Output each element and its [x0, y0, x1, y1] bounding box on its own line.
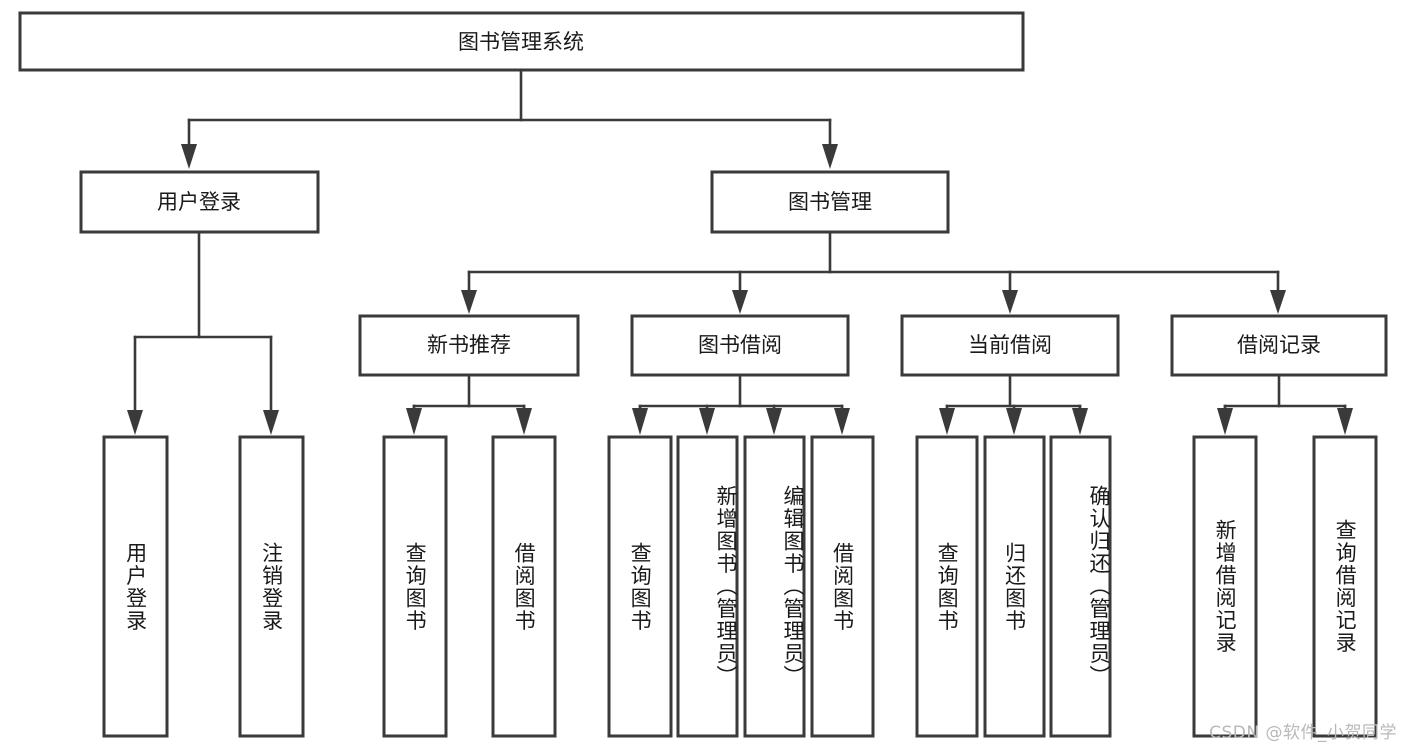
arrowhead-nbr-query-book: [406, 408, 422, 435]
arrowhead-cb-query-book: [939, 408, 955, 435]
arrowhead-bb-borrow-book: [834, 408, 850, 435]
borrow-record-box[interactable]: [1170, 314, 1388, 377]
leaf-box-user-login[interactable]: [102, 435, 169, 738]
root-box[interactable]: [18, 11, 1025, 72]
arrowhead-borrow-record: [1270, 290, 1286, 314]
new-book-recommend-label: 新书推荐: [427, 333, 511, 357]
book-manage-box[interactable]: [710, 170, 950, 234]
arrowhead-book-borrow: [732, 290, 748, 314]
arrowhead-leaf-logout: [263, 410, 279, 435]
node-book-borrow[interactable]: 图书借阅: [630, 314, 850, 377]
node-current-borrow[interactable]: 当前借阅: [900, 314, 1120, 377]
leaf-box-bb-edit-book[interactable]: [743, 435, 806, 738]
csdn-watermark: CSDN @软件_小贺同学: [1209, 723, 1397, 743]
edges-current-borrow-to-leaves: [939, 373, 1088, 435]
arrowhead-current-borrow: [1002, 290, 1018, 314]
edges-book-manage-to-level2: [461, 230, 1286, 314]
edges-book-borrow-to-leaves: [632, 373, 850, 435]
book-manage-label: 图书管理: [788, 190, 872, 214]
node-user-login[interactable]: 用户登录: [79, 170, 320, 234]
leaf-box-bb-query-book[interactable]: [607, 435, 673, 738]
arrowhead-cb-confirm-return: [1072, 408, 1088, 435]
node-borrow-record[interactable]: 借阅记录: [1170, 314, 1388, 377]
node-new-book-recommend[interactable]: 新书推荐: [358, 314, 580, 377]
arrowhead-cb-return-book: [1006, 408, 1022, 435]
arrowhead-br-query-record: [1337, 408, 1353, 435]
leaf-box-bb-borrow-book[interactable]: [810, 435, 875, 738]
edges-borrow-record-to-leaves: [1217, 373, 1353, 435]
book-borrow-label: 图书借阅: [698, 333, 782, 357]
arrowhead-bb-add-book: [699, 408, 715, 435]
arrowhead-bb-edit-book: [766, 408, 782, 435]
user-login-label: 用户登录: [157, 190, 241, 214]
leaf-box-cb-query-book[interactable]: [915, 435, 979, 738]
current-borrow-label: 当前借阅: [968, 333, 1052, 357]
arrowhead-user-login: [181, 144, 197, 169]
leaf-box-nbr-borrow-book[interactable]: [491, 435, 557, 738]
book-borrow-box[interactable]: [630, 314, 850, 377]
leaf-box-cb-return-book[interactable]: [983, 435, 1046, 738]
leaf-box-br-query-record[interactable]: [1312, 435, 1378, 738]
leaf-box-br-add-record[interactable]: [1192, 435, 1258, 738]
leaf-box-nbr-query-book[interactable]: [382, 435, 448, 738]
node-root[interactable]: 图书管理系统: [18, 11, 1025, 72]
leaf-box-cb-confirm-return[interactable]: [1049, 435, 1112, 738]
leaf-box-bb-add-book[interactable]: [676, 435, 739, 738]
current-borrow-box[interactable]: [900, 314, 1120, 377]
root-label: 图书管理系统: [458, 30, 584, 54]
arrowhead-book-manage: [822, 144, 838, 169]
node-book-manage[interactable]: 图书管理: [710, 170, 950, 234]
arrowhead-leaf-user-login: [127, 410, 143, 435]
arrowhead-nbr-borrow-book: [516, 408, 532, 435]
arrowhead-new-book: [461, 290, 477, 314]
borrow-record-label: 借阅记录: [1237, 333, 1321, 357]
new-book-recommend-box[interactable]: [358, 314, 580, 377]
edges-new-book-to-leaves: [406, 373, 532, 435]
arrowhead-br-add-record: [1217, 408, 1233, 435]
leaf-box-logout[interactable]: [238, 435, 305, 738]
arrowhead-bb-query-book: [632, 408, 648, 435]
edges-root-to-level1: [181, 68, 838, 169]
edges-user-login-to-leaves: [127, 230, 279, 435]
